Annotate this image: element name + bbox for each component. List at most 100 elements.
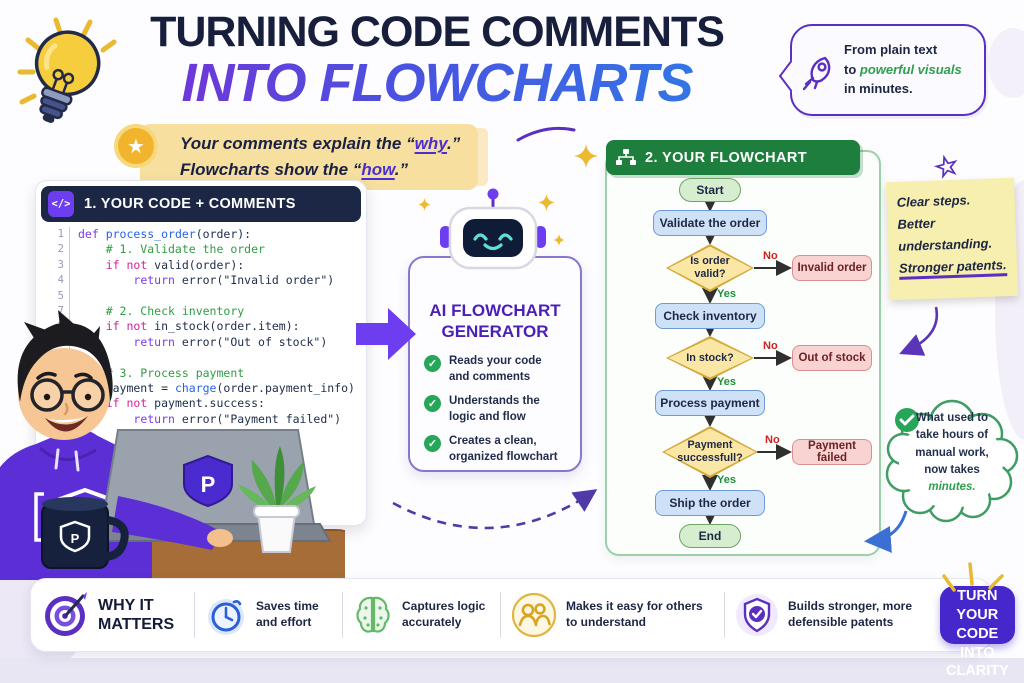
sparkle-icon: [553, 234, 565, 246]
speech-bubble: From plain text to powerful visuals in m…: [790, 24, 986, 116]
page-title-line1: TURNING CODE COMMENTS: [150, 8, 725, 56]
robot-icon: [440, 188, 546, 270]
divider: [194, 592, 195, 638]
benefit-text: Saves time and effort: [256, 599, 319, 629]
curved-arrow-left: [864, 510, 908, 553]
ai-generator-card: AI FLOWCHART GENERATOR ✓ Reads your code…: [408, 256, 582, 472]
ai-title-line2: GENERATOR: [441, 322, 549, 342]
flow-check-inventory: Check inventory: [655, 303, 765, 329]
cloud-highlight: minutes.: [928, 481, 976, 493]
divider: [342, 592, 343, 638]
tagline-line1: Your comments explain the “why.”: [180, 131, 460, 157]
flowchart-header-text: 2. YOUR FLOWCHART: [645, 149, 808, 166]
code-line: return error("Out of stock"): [42, 334, 362, 351]
flow-label-yes: Yes: [717, 288, 736, 300]
flow-decision-payment: Payment successfull?: [662, 426, 758, 478]
ai-feature-text: Creates a clean, organized flowchart: [449, 435, 558, 463]
page-title-line2: INTO FLOWCHARTS: [112, 52, 762, 114]
sticky-note: Clear steps. Better understanding. Stron…: [885, 177, 1019, 301]
why-it-matters-group: WHY IT MATTERS: [43, 592, 184, 638]
code-line: 5: [42, 288, 362, 305]
flow-decision-valid: Is order valid?: [666, 244, 754, 292]
bg-blob: [988, 28, 1024, 98]
sticky-line: Better understanding.: [897, 215, 993, 255]
developer-illustration: P P P: [0, 310, 345, 580]
divider: [724, 592, 725, 638]
ai-generator-title: AI FLOWCHART GENERATOR: [410, 300, 580, 343]
tagline-l2-prefix: Flowcharts show the “: [180, 159, 362, 179]
speech-line3: in minutes.: [844, 81, 913, 96]
cloud-line: What used to: [915, 412, 989, 424]
check-icon: ✓: [424, 435, 441, 453]
ai-feature-text: Understands the logic and flow: [449, 395, 540, 423]
svg-text:P: P: [201, 472, 216, 497]
divider: [500, 592, 501, 638]
speech-line2-prefix: to: [844, 61, 860, 77]
flowchart-icon: [616, 148, 636, 165]
cloud-line: now takes: [924, 463, 980, 476]
clock-icon: [208, 599, 244, 635]
ai-title-line1: AI FLOWCHART: [429, 301, 561, 320]
rocket-icon: [800, 52, 840, 92]
flow-label-no: No: [765, 434, 780, 446]
flow-end: End: [679, 524, 741, 548]
cloud-line: take hours of: [915, 429, 989, 442]
cloud-text: What used to take hours of manual work, …: [902, 410, 1002, 496]
lightbulb-icon: [17, 17, 117, 123]
flow-label-yes: Yes: [717, 376, 736, 388]
code-panel-header: </> 1. YOUR CODE + COMMENTS: [41, 186, 361, 222]
tagline-how-link: how: [361, 159, 395, 179]
benefit-item-patents: Builds stronger, more defensible patents: [735, 593, 940, 637]
brain-icon: [356, 596, 390, 633]
why-it-matters-heading: WHY IT MATTERS: [98, 596, 175, 633]
code-line: payment = charge(order.payment_info): [42, 381, 362, 397]
speech-line2-highlight: powerful visuals: [859, 61, 962, 77]
flow-decision-stock: In stock?: [666, 336, 754, 380]
flowchart-header: 2. YOUR FLOWCHART: [606, 140, 860, 175]
tagline-line2: Flowcharts show the “how.”: [180, 157, 460, 183]
cloud-line: manual work,: [915, 446, 989, 459]
star-badge-icon: ★: [114, 124, 158, 168]
code-panel-title: 1. YOUR CODE + COMMENTS: [84, 196, 296, 212]
flow-invalid-order: Invalid order: [792, 255, 872, 281]
flow-ship-order: Ship the order: [655, 490, 765, 516]
ai-feature-item: ✓ Reads your code and comments: [424, 354, 572, 385]
flow-out-of-stock: Out of stock: [792, 345, 872, 371]
flow-label-no: No: [763, 340, 778, 352]
flow-process-payment: Process payment: [655, 390, 765, 416]
svg-text:P: P: [71, 531, 80, 546]
decorative-swoosh: [516, 126, 576, 142]
code-line: 7 # 2. Check inventory: [42, 304, 362, 320]
benefit-item-understand: Makes it easy for others to understand: [511, 592, 714, 638]
target-icon: [45, 592, 87, 636]
flowchart-panel: Start Validate the order Is order valid?…: [605, 150, 881, 556]
speech-line1: From plain text: [844, 42, 938, 57]
cta-line2: INTO CLARITY: [946, 644, 1009, 680]
benefit-text: Builds stronger, more defensible patents: [788, 599, 913, 629]
speech-bubble-text: From plain text to powerful visuals in m…: [844, 40, 974, 99]
benefit-text: Makes it easy for others to understand: [566, 599, 703, 629]
check-icon: ✓: [424, 355, 441, 372]
curved-arrow-down: [899, 306, 939, 356]
code-line: 3 if not valid(order):: [42, 257, 362, 274]
code-line: 2 # 1. Validate the order: [42, 242, 362, 258]
ai-feature-item: ✓ Creates a clean, organized flowchart: [424, 434, 572, 465]
sparkle-icon: [418, 198, 431, 211]
ai-feature-item: ✓ Understands the logic and flow: [424, 394, 572, 425]
tagline: Your comments explain the “why.” Flowcha…: [140, 124, 479, 190]
code-line: 4 return error("Invalid order"): [42, 273, 362, 289]
tagline-why-link: why: [414, 134, 448, 153]
cta-button[interactable]: TURN YOUR CODE INTO CLARITY →: [940, 586, 1015, 683]
ai-feature-list: ✓ Reads your code and comments ✓ Underst…: [424, 354, 572, 474]
thought-cloud: [885, 399, 1019, 523]
tagline-l1-suffix: .”: [447, 134, 461, 153]
code-line: return error("Payment failed"): [42, 411, 362, 428]
benefit-text: Captures logic accurately: [402, 599, 486, 629]
check-icon: ✓: [424, 395, 441, 413]
ai-feature-text: Reads your code and comments: [449, 355, 542, 383]
benefit-item-logic: Captures logic accurately: [353, 594, 490, 636]
tagline-l2-suffix: .”: [394, 159, 408, 179]
flow-payment-failed: Payment failed: [792, 439, 872, 465]
sparkle-rays-icon: [942, 562, 1004, 592]
